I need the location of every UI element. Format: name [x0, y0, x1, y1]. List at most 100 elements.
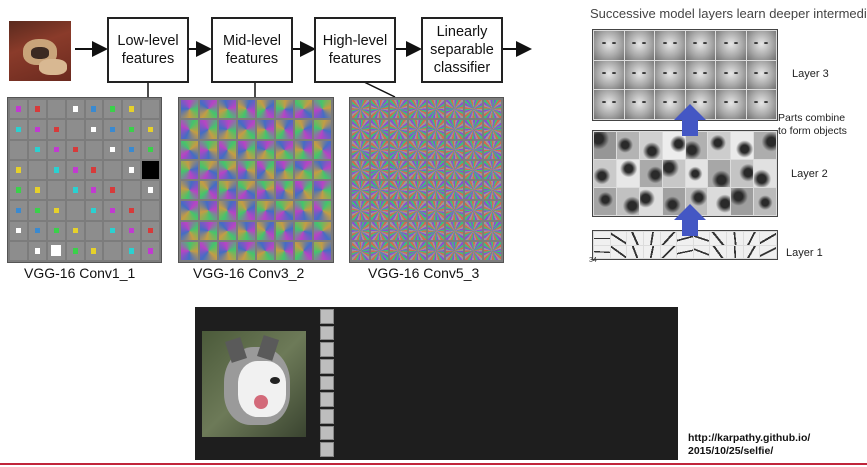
filter-cell: [427, 221, 445, 240]
layer2-parts-grid: [592, 130, 778, 217]
filter-cell: [10, 120, 27, 139]
demo-panel: [195, 307, 678, 460]
filter-cell: [484, 140, 501, 159]
filter-cell: [85, 201, 103, 220]
edge-feature-tile: [660, 232, 677, 245]
parts-combine-label: Parts combine to form objects: [778, 112, 847, 137]
filter-cell: [238, 160, 255, 179]
filter-cell: [276, 181, 293, 200]
filter-cell: [28, 140, 46, 159]
edge-feature-tile: [643, 245, 660, 258]
filter-cell: [352, 140, 369, 159]
filter-cell: [295, 221, 312, 240]
filter-cell: [123, 140, 141, 159]
mid-level-features-box: Mid-level features: [211, 17, 293, 83]
filter-cell: [295, 181, 312, 200]
activation-thumbnail: [320, 425, 334, 441]
part-feature-tile: [754, 188, 776, 215]
activation-thumbnail: [320, 309, 334, 324]
face-feature-tile: [685, 60, 715, 90]
layer2-label: Layer 2: [791, 168, 828, 180]
face-feature-tile: [624, 31, 654, 60]
filter-cell: [389, 100, 407, 119]
activation-thumbnail: [320, 342, 334, 358]
filter-cell: [66, 221, 84, 240]
filter-cell: [47, 181, 65, 200]
filter-cell: [28, 160, 46, 179]
edge-feature-tile: [743, 232, 760, 245]
face-feature-tile: [594, 31, 624, 60]
filter-cell: [257, 100, 274, 119]
filter-cell: [465, 221, 483, 240]
filter-cell: [85, 120, 103, 139]
filter-cell: [238, 120, 255, 139]
edge-feature-tile: [594, 232, 610, 245]
filter-cell: [238, 201, 255, 220]
filter-cell: [66, 160, 84, 179]
filter-cell: [389, 201, 407, 220]
edge-feature-tile: [760, 232, 776, 245]
filter-cell: [465, 100, 483, 119]
filter-cell: [28, 181, 46, 200]
filter-cell: [28, 241, 46, 260]
edge-feature-tile: [643, 232, 660, 245]
filter-cell: [219, 100, 236, 119]
filter-cell: [276, 160, 293, 179]
filter-cell: [66, 181, 84, 200]
filter-cell: [314, 221, 331, 240]
filter-cell: [352, 100, 369, 119]
filter-cell: [123, 160, 141, 179]
face-feature-tile: [624, 60, 654, 90]
filter-cell: [389, 160, 407, 179]
slide-number: 34: [589, 257, 597, 264]
part-feature-tile: [708, 160, 731, 187]
filter-cell: [181, 120, 198, 139]
filter-cell: [104, 241, 122, 260]
filter-cell: [219, 201, 236, 220]
filter-cell: [446, 100, 464, 119]
filter-cell: [465, 181, 483, 200]
filter-cell: [10, 181, 27, 200]
filter-cell: [446, 201, 464, 220]
filter-cell: [484, 120, 501, 139]
filter-cell: [85, 241, 103, 260]
filter-cell: [352, 181, 369, 200]
layer3-label: Layer 3: [792, 68, 829, 80]
caption-conv3-2: VGG-16 Conv3_2: [193, 265, 305, 281]
part-feature-tile: [594, 132, 616, 159]
filter-cell: [85, 100, 103, 119]
edge-feature-tile: [710, 232, 727, 245]
filter-cell: [446, 140, 464, 159]
filter-cell: [352, 221, 369, 240]
filter-cell: [427, 241, 445, 260]
part-feature-tile: [639, 160, 662, 187]
filter-cell: [200, 181, 217, 200]
activation-thumbnail: [320, 442, 334, 458]
filter-cell: [408, 120, 426, 139]
credit-url[interactable]: http://karpathy.github.io/ 2015/10/25/se…: [688, 432, 810, 458]
face-feature-tile: [594, 90, 624, 119]
filter-cell: [10, 201, 27, 220]
filter-cell: [181, 201, 198, 220]
filter-cell: [123, 241, 141, 260]
part-feature-tile: [685, 160, 708, 187]
filter-cell: [352, 120, 369, 139]
edge-feature-tile: [660, 245, 677, 258]
filter-cell: [484, 221, 501, 240]
part-feature-tile: [594, 188, 616, 215]
filter-cell: [465, 160, 483, 179]
filter-cell: [181, 160, 198, 179]
filter-cell: [465, 120, 483, 139]
filter-cell: [446, 181, 464, 200]
husky-photo: [202, 331, 306, 437]
filter-cell: [427, 100, 445, 119]
filter-cell: [142, 120, 159, 139]
caption-conv5-3: VGG-16 Conv5_3: [368, 265, 480, 281]
filter-cell: [314, 181, 331, 200]
filter-cell: [47, 140, 65, 159]
filter-cell: [295, 241, 312, 260]
filter-cell: [123, 181, 141, 200]
part-feature-tile: [662, 188, 685, 215]
filter-cell: [370, 241, 388, 260]
edge-feature-tile: [627, 232, 643, 245]
